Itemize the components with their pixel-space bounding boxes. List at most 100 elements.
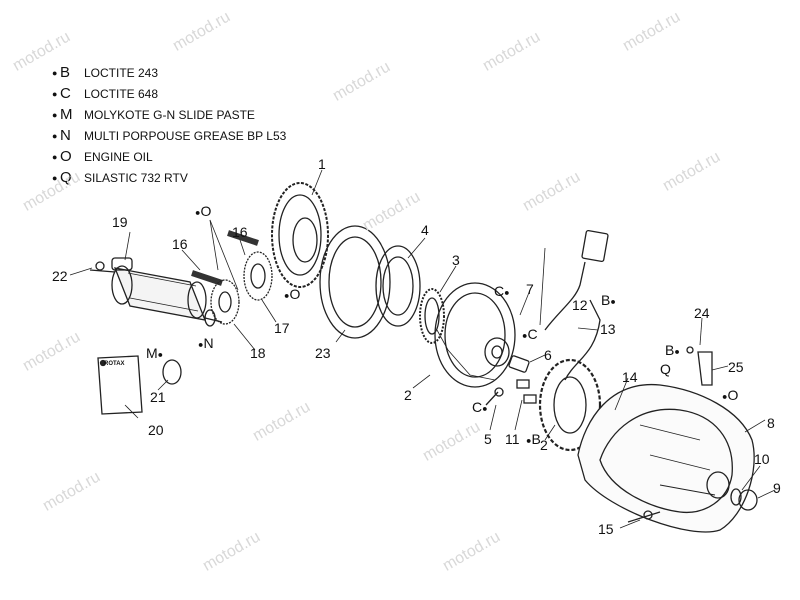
legend-code: M xyxy=(60,106,73,123)
rotax-package-drawing xyxy=(97,355,143,415)
ring-23-drawing xyxy=(319,225,391,339)
stator-2-drawing xyxy=(538,358,602,452)
legend-text: LOCTITE 243 xyxy=(84,65,159,80)
tag-m: M● xyxy=(146,346,163,361)
drop-icon: ● xyxy=(522,330,528,341)
legend-code: N xyxy=(60,127,71,144)
gear-18-drawing xyxy=(210,279,240,325)
callout-4: 4 xyxy=(421,222,429,238)
o-ring-10-drawing xyxy=(730,488,742,506)
callout-6: 6 xyxy=(544,347,552,363)
drop-icon: ● xyxy=(482,403,488,414)
tag-c-key: ●C xyxy=(522,327,538,342)
key-6-drawing xyxy=(508,355,530,373)
callout-21: 21 xyxy=(150,389,166,405)
tag-o-gear: ●O xyxy=(284,287,300,302)
screws-11-drawing xyxy=(516,379,537,404)
callout-7: 7 xyxy=(526,281,534,297)
sprag-gear-1-drawing xyxy=(271,182,329,288)
tag-code: C xyxy=(472,399,483,415)
drop-icon: ● xyxy=(198,339,204,350)
tag-b-harness: B● xyxy=(601,293,616,308)
drop-icon: ● xyxy=(526,435,532,446)
callout-23: 23 xyxy=(315,345,331,361)
drop-icon: ● xyxy=(157,349,164,360)
o-ring-21-drawing xyxy=(162,359,182,385)
tag-code: N xyxy=(203,335,214,351)
plug-9-drawing xyxy=(738,489,758,511)
callout-19: 19 xyxy=(112,214,128,230)
callout-18: 18 xyxy=(250,345,266,361)
tag-code: B xyxy=(531,431,541,447)
tag-code: M xyxy=(146,345,158,361)
callout-24: 24 xyxy=(694,305,710,321)
callout-10: 10 xyxy=(754,451,770,467)
tag-code: B xyxy=(601,292,611,308)
callout-5: 5 xyxy=(484,431,492,447)
drop-icon: ● xyxy=(722,391,728,402)
bolt-15-drawing xyxy=(627,510,661,523)
shaft-16-a-drawing xyxy=(191,270,223,286)
tag-c-screw: C● xyxy=(472,400,488,415)
legend-code: B xyxy=(60,64,71,81)
callout-22: 22 xyxy=(52,268,68,284)
callout-1: 1 xyxy=(318,156,326,172)
drop-icon: ● xyxy=(52,67,58,78)
legend-text: ENGINE OIL xyxy=(84,149,153,164)
tag-code: O xyxy=(289,286,301,302)
drop-icon: ● xyxy=(610,296,616,307)
legend-text: SILASTIC 732 RTV xyxy=(84,170,188,185)
cover-8-drawing xyxy=(577,384,755,533)
callout-20: 20 xyxy=(148,422,164,438)
tag-b-fitting: B● xyxy=(665,343,680,358)
leader-lines xyxy=(69,169,776,529)
legend-row: ●M MOLYKOTE G-N SLIDE PASTE xyxy=(52,104,352,125)
tag-code: O xyxy=(200,203,212,219)
callout-13: 13 xyxy=(600,321,616,337)
starter-motor-drawing xyxy=(111,257,223,327)
drop-icon: ● xyxy=(504,287,510,298)
callout-15: 15 xyxy=(598,521,614,537)
tag-n: ●N xyxy=(198,336,214,351)
drop-icon: ● xyxy=(52,109,58,120)
legend-text: MOLYKOTE G-N SLIDE PASTE xyxy=(84,107,255,122)
callout-3: 3 xyxy=(452,252,460,268)
tag-code: C xyxy=(494,283,505,299)
rotax-box-label: ROTAX xyxy=(104,361,125,367)
tag-q: Q xyxy=(660,362,671,376)
drop-icon: ● xyxy=(52,151,58,162)
plate-4-drawing xyxy=(375,245,421,327)
callout-16-b: 16 xyxy=(232,224,248,240)
legend-code: C xyxy=(60,85,71,102)
drop-icon: ● xyxy=(674,346,680,357)
legend-row: ●O ENGINE OIL xyxy=(52,146,352,167)
tag-c-rotor: C● xyxy=(494,284,510,299)
callout-9: 9 xyxy=(773,480,781,496)
legend-row: ●B LOCTITE 243 xyxy=(52,62,352,83)
callout-12: 12 xyxy=(572,297,588,313)
fitting-25-drawing xyxy=(686,346,713,386)
tag-code: C xyxy=(527,326,538,342)
drop-icon: ● xyxy=(284,290,290,301)
callout-2-rotor: 2 xyxy=(404,387,412,403)
wiring-harness-drawing xyxy=(544,229,609,381)
tag-b-screws: ●B xyxy=(526,432,541,447)
tag-code: Q xyxy=(660,361,671,377)
tag-code: B xyxy=(665,342,675,358)
callout-8: 8 xyxy=(767,415,775,431)
legend-code: O xyxy=(60,148,72,165)
callout-25: 25 xyxy=(728,359,744,375)
rotor-2-drawing xyxy=(434,282,516,388)
gear-17-drawing xyxy=(243,251,273,301)
legend-text: LOCTITE 648 xyxy=(84,86,159,101)
callout-17: 17 xyxy=(274,320,290,336)
drop-icon: ● xyxy=(195,207,201,218)
callout-2-stator: 2 xyxy=(540,437,548,453)
callout-14: 14 xyxy=(622,369,638,385)
